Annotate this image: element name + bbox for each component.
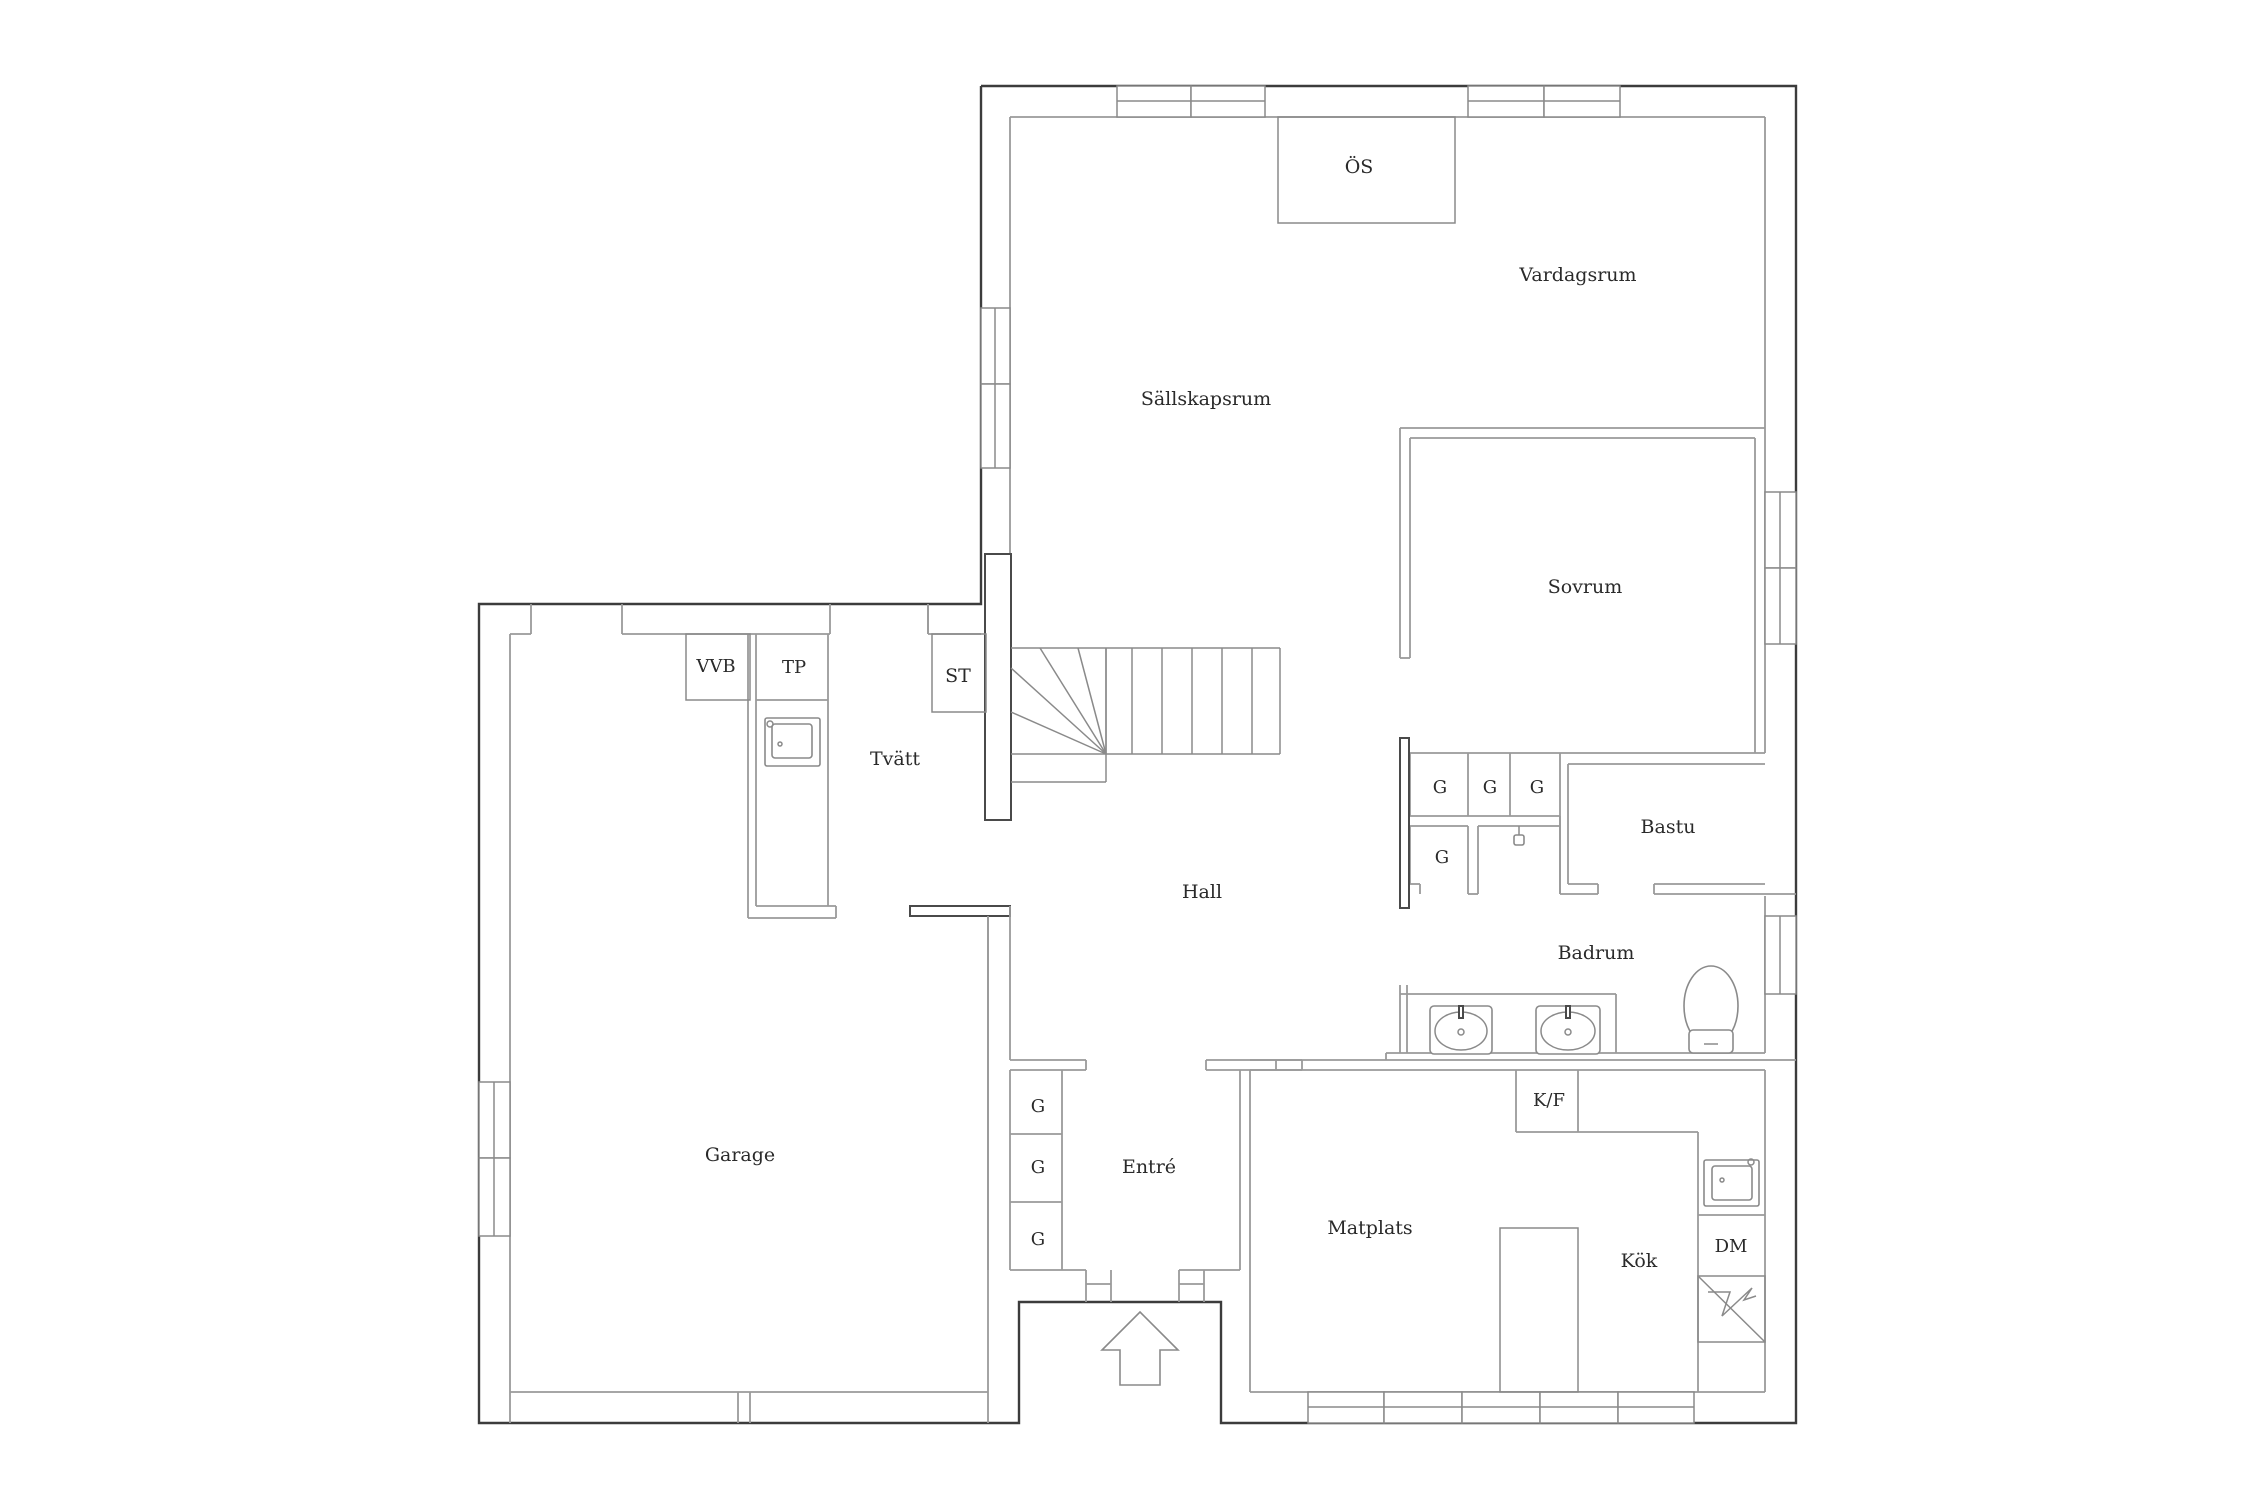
label-vardagsrum: Vardagsrum [1518, 264, 1636, 286]
label-dm: DM [1715, 1236, 1748, 1257]
washbasin-icon [1535, 1005, 1601, 1055]
label-entre: Entré [1122, 1156, 1176, 1178]
laundry-sink-icon [764, 717, 821, 767]
toilet-icon [1683, 965, 1739, 1054]
label-kok: Kök [1621, 1250, 1658, 1272]
label-tvatt: Tvätt [870, 748, 920, 770]
staircase [1010, 647, 1281, 783]
label-badrum: Badrum [1558, 942, 1635, 964]
label-sallskapsrum: Sällskapsrum [1141, 388, 1271, 410]
label-kf: K/F [1533, 1090, 1565, 1111]
shower-drain-icon [1513, 826, 1525, 846]
label-sovrum: Sovrum [1548, 576, 1623, 598]
kitchen-fixtures [1499, 1070, 1766, 1393]
label-closet: G [1031, 1229, 1045, 1250]
label-hall: Hall [1182, 881, 1222, 903]
washbasin-icon [1429, 1005, 1493, 1055]
label-closet: G [1031, 1157, 1045, 1178]
windows [478, 85, 1797, 1424]
label-vvb: VVB [695, 656, 735, 677]
label-tp: TP [782, 657, 806, 678]
label-st: ST [945, 665, 971, 687]
label-matplats: Matplats [1327, 1217, 1412, 1239]
entrance-arrow-icon [1100, 1310, 1180, 1386]
label-garage: Garage [705, 1144, 775, 1166]
label-bastu: Bastu [1641, 816, 1696, 838]
inner-walls [509, 116, 1796, 1423]
label-closet: G [1483, 777, 1497, 798]
label-closet: G [1435, 847, 1449, 868]
label-closet: G [1031, 1096, 1045, 1117]
label-os: ÖS [1345, 155, 1374, 178]
room-labels: ÖS Vardagsrum Sällskapsrum Sovrum ST VVB… [695, 155, 1747, 1272]
label-closet: G [1433, 777, 1447, 798]
kitchen-sink-icon [1703, 1158, 1760, 1207]
label-closet: G [1530, 777, 1544, 798]
bathroom-fixtures [1429, 826, 1739, 1055]
stove-icon [1697, 1275, 1766, 1343]
